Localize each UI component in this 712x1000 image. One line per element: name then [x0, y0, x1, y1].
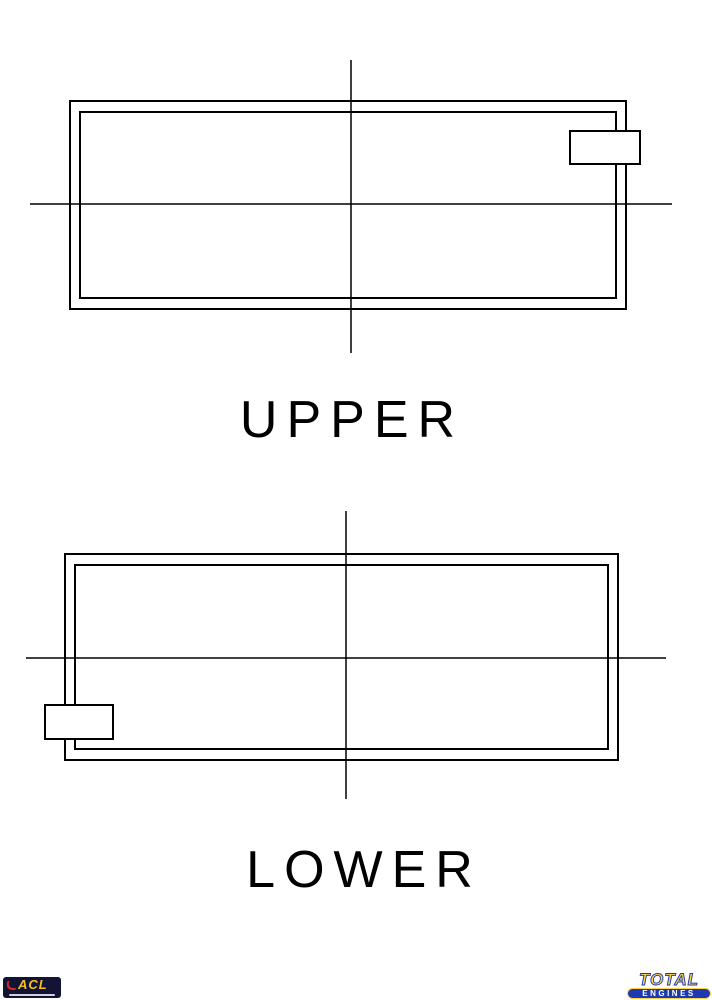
acl-swoosh-icon — [4, 981, 19, 990]
lower-locating-tang — [44, 704, 114, 740]
upper-bearing-figure — [30, 60, 672, 353]
acl-logo-text: ACL — [18, 977, 48, 992]
lower-figure-label: LOWER — [246, 841, 482, 899]
total-engines-subtitle: ENGINES — [627, 988, 711, 999]
upper-figure-label: UPPER — [239, 391, 465, 449]
total-engines-logo: TOTAL ENGINES — [627, 970, 711, 999]
acl-fineprint-bar — [9, 994, 55, 996]
lower-bearing-outer-outline — [64, 553, 619, 761]
upper-bearing-inner-outline — [79, 111, 617, 299]
upper-bearing-outer-outline — [69, 100, 627, 310]
upper-locating-tang — [569, 130, 641, 165]
total-engines-wordmark: TOTAL — [638, 970, 700, 989]
acl-logo-badge: ACL — [3, 977, 61, 998]
lower-bearing-inner-outline — [74, 564, 609, 750]
acl-logo: ACL — [3, 977, 61, 998]
lower-bearing-figure — [26, 511, 666, 799]
